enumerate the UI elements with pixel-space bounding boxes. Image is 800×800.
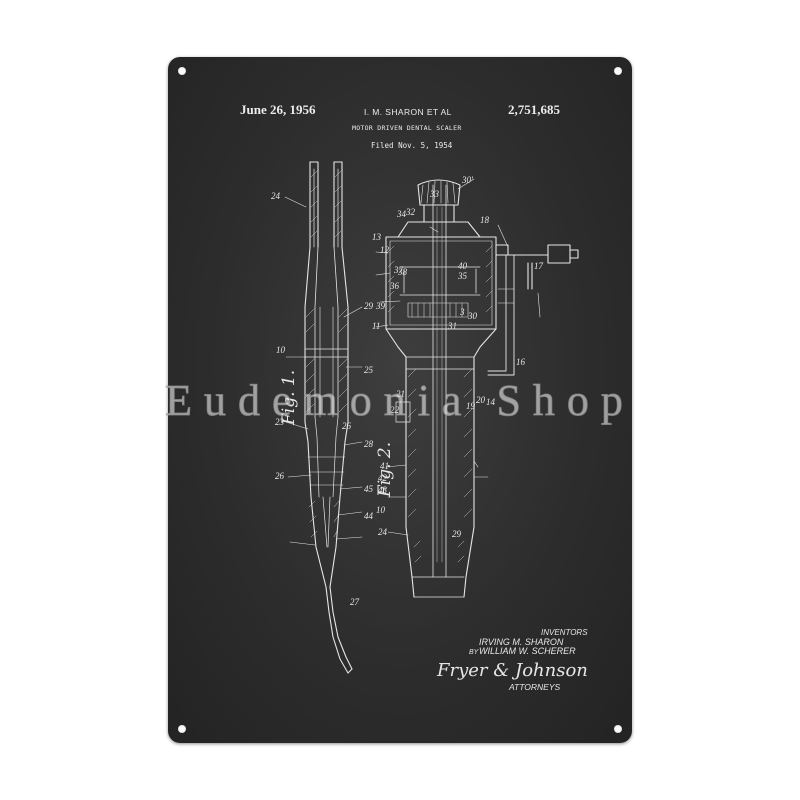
figure-1-label: Fig. 1. — [279, 370, 299, 426]
ref-numeral: 25 — [364, 365, 374, 375]
ref-numeral: 31 — [447, 321, 457, 331]
inventors-heading: INVENTORS — [541, 628, 588, 637]
ref-numeral: 10 — [276, 345, 286, 355]
ref-numeral: 42 — [378, 473, 388, 483]
ref-numeral: 40 — [458, 261, 468, 271]
attorney-signature: Fryer & Johnson — [437, 660, 588, 681]
ref-numeral: 12 — [380, 245, 390, 255]
ref-numeral: 24 — [271, 191, 281, 201]
by-label: BY — [469, 649, 479, 656]
ref-numeral: 11 — [372, 321, 380, 331]
ref-numeral: 24 — [378, 527, 388, 537]
ref-numeral: 20 — [476, 395, 486, 405]
ref-numeral: 16 — [516, 357, 526, 367]
ref-numeral: 13 — [372, 232, 382, 242]
figure-2-motor-section — [385, 179, 579, 598]
inventor-name-2: WILLIAM W. SCHERER — [479, 646, 576, 656]
ref-numeral: 30' — [461, 175, 474, 185]
patent-number: 2,751,685 — [508, 102, 560, 117]
ref-numeral: 19 — [466, 401, 476, 411]
ref-numeral: 21 — [396, 389, 405, 399]
shop-watermark: Eudemonia Shop — [165, 376, 635, 426]
ref-numeral: 18 — [480, 215, 490, 225]
patent-date: June 26, 1956 — [240, 102, 316, 117]
ref-numeral: 43 — [378, 485, 388, 495]
ref-numeral: 22 — [390, 405, 400, 415]
mounting-hole-bottom-right — [614, 725, 622, 733]
patent-drawing: 24 29 10 25 23 28 26 45 44 27 30' 33 34 … — [271, 161, 579, 674]
ref-numeral: 26 — [275, 471, 285, 481]
ref-numeral: 28 — [364, 439, 374, 449]
inventor-name-1: IRVING M. SHARON — [479, 637, 564, 647]
figure-2-label: Fig. 2. — [375, 442, 395, 498]
leader-lines — [284, 178, 541, 546]
ref-numeral: 38 — [397, 267, 408, 277]
ref-numeral: 34 — [396, 209, 407, 219]
ref-numeral: 36 — [389, 281, 400, 291]
ref-numeral: 37 — [393, 265, 404, 275]
ref-numeral: 39 — [375, 301, 386, 311]
mounting-hole-bottom-left — [178, 725, 186, 733]
ref-numeral: 44 — [364, 511, 374, 521]
ref-numeral: 17 — [534, 261, 544, 271]
patent-inventors: I. M. SHARON ET AL — [364, 107, 452, 117]
attorneys-label: ATTORNEYS — [509, 682, 561, 692]
ref-numeral: 23 — [275, 417, 285, 427]
mounting-hole-top-left — [178, 67, 186, 75]
mounting-hole-top-right — [614, 67, 622, 75]
patent-title: MOTOR DRIVEN DENTAL SCALER — [352, 124, 462, 132]
ref-numeral: 32 — [405, 207, 416, 217]
ref-numeral: 30 — [467, 311, 478, 321]
ref-numeral: 45 — [364, 484, 374, 494]
ref-numeral: 26 — [342, 421, 352, 431]
ref-numeral: 10 — [376, 505, 386, 515]
metal-sign: June 26, 1956 I. M. SHARON ET AL MOTOR D… — [168, 57, 632, 743]
ref-numeral: 29 — [452, 529, 462, 539]
ref-numeral: 29 — [364, 301, 374, 311]
ref-numeral: 14 — [486, 397, 496, 407]
figure-1-handpiece — [304, 161, 353, 674]
ref-numeral: 3 — [459, 307, 465, 317]
ref-numeral: 35 — [457, 271, 468, 281]
ref-numeral: 27 — [350, 597, 360, 607]
ref-numeral: 33 — [429, 189, 440, 199]
patent-filed-date: Filed Nov. 5, 1954 — [371, 141, 453, 150]
ref-numeral: 41 — [380, 461, 389, 471]
